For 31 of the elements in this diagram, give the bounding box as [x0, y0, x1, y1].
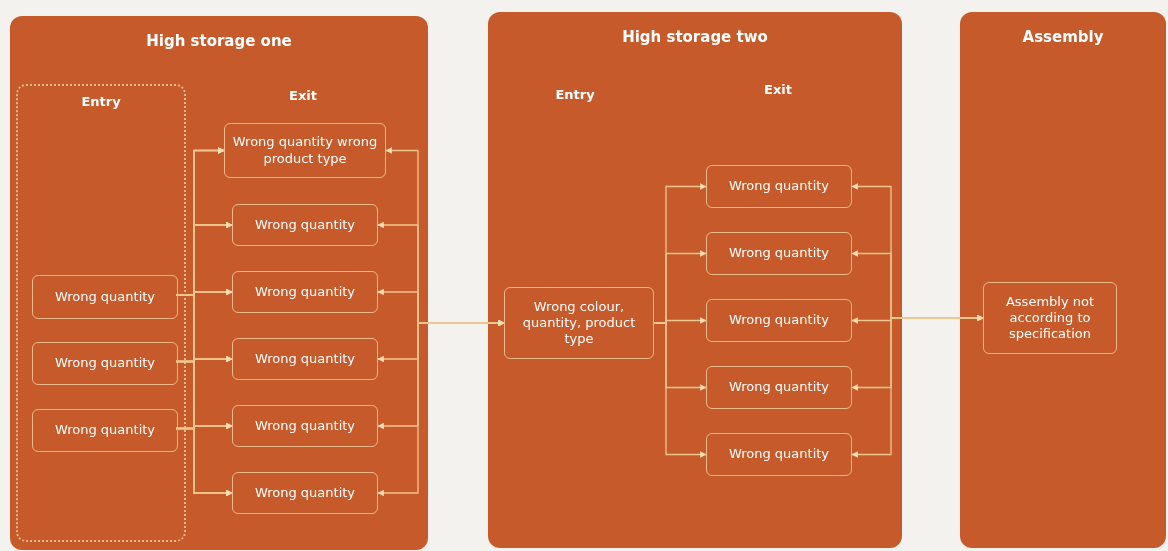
connector-arrow: [175, 427, 233, 497]
process-box: Wrong quantity: [706, 433, 852, 476]
process-box: Wrong quantity: [706, 165, 852, 208]
entry-group: [16, 84, 186, 542]
process-box: Wrong quantity: [232, 338, 378, 380]
process-box: Wrong colour, quantity, product type: [504, 287, 654, 359]
column-heading: Exit: [764, 82, 792, 97]
column-heading: Entry: [555, 87, 595, 102]
process-box: Wrong quantity: [232, 405, 378, 447]
panel-title: High storage two: [621, 28, 769, 46]
process-box: Assembly not according to specification: [983, 282, 1117, 354]
storage-panel: [488, 12, 902, 548]
process-box: Wrong quantity: [706, 232, 852, 275]
connector-arrow: [653, 322, 707, 458]
process-box: Wrong quantity: [706, 299, 852, 342]
storage-panel: [10, 16, 428, 550]
connector-arrow: [851, 314, 984, 458]
panel-title: High storage one: [145, 32, 293, 50]
process-box: Wrong quantity: [32, 275, 178, 319]
connector-arrow: [377, 319, 505, 497]
assembly-panel: [960, 12, 1166, 548]
process-box: Wrong quantity: [32, 409, 178, 452]
process-box: Wrong quantity: [32, 342, 178, 385]
process-box: Wrong quantity: [232, 271, 378, 313]
process-box: Wrong quantity: [232, 204, 378, 246]
process-box: Wrong quantity: [706, 366, 852, 409]
process-box: Wrong quantity: [232, 472, 378, 514]
column-heading: Exit: [289, 88, 317, 103]
panel-title: Assembly: [1021, 28, 1105, 46]
group-heading: Entry: [80, 94, 122, 109]
process-box: Wrong quantity wrong product type: [224, 123, 386, 178]
